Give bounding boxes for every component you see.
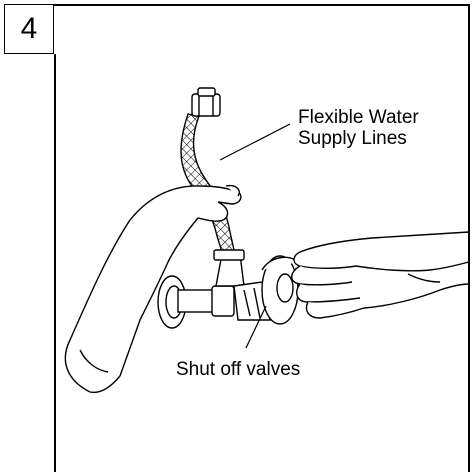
supply-lines-label: Flexible Water Supply Lines [298,107,419,149]
shut-off-valve [178,250,298,324]
supply-lines-label-line-1: Flexible Water [298,107,419,128]
shut-off-valves-label: Shut off valves [176,359,300,380]
supply-lines-label-line-2: Supply Lines [298,128,419,149]
right-hand [292,232,469,318]
